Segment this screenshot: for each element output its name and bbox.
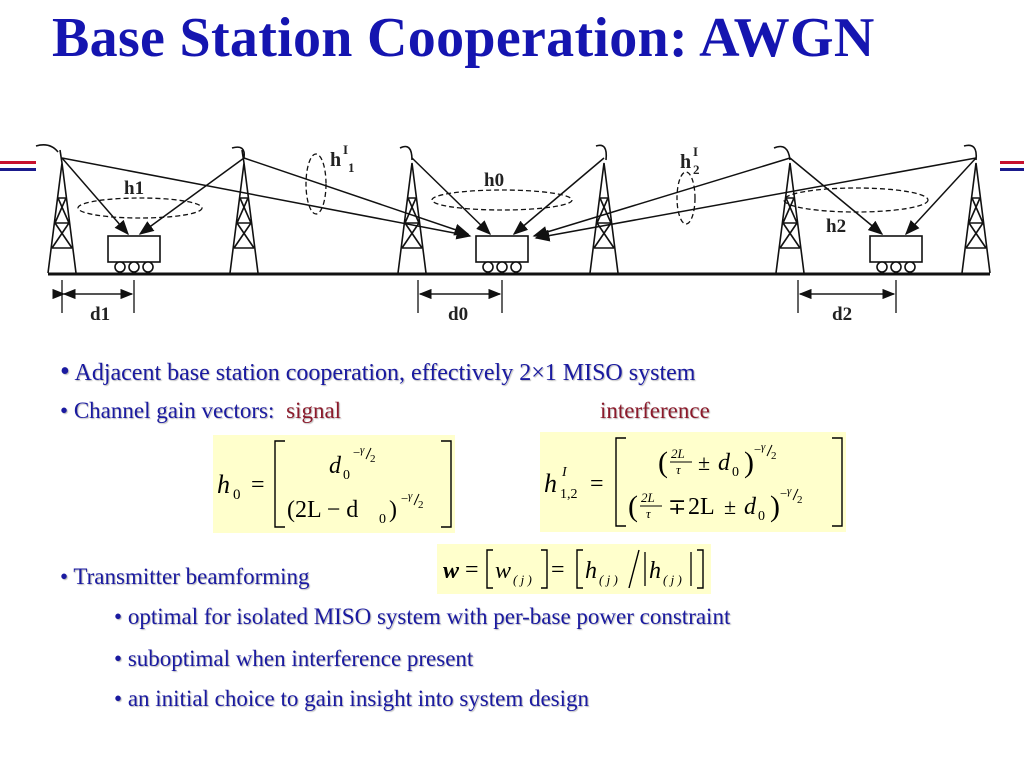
svg-text:( j ): ( j )	[599, 572, 618, 587]
beamforming-equation: w = w ( j ) = h ( j ) h ( j )	[437, 544, 711, 594]
svg-text:γ: γ	[360, 444, 365, 456]
h2-ellipse	[783, 187, 929, 213]
svg-text:γ: γ	[787, 485, 792, 497]
svg-text:±: ±	[698, 450, 710, 475]
svg-text:): )	[389, 497, 397, 523]
svg-text:): )	[770, 490, 780, 523]
tower-3-right-icon	[961, 144, 991, 274]
svg-text:γ: γ	[408, 490, 413, 502]
signal-arrows	[61, 157, 977, 242]
bullet-3: • Transmitter beamforming	[60, 564, 310, 589]
svg-text:=: =	[251, 472, 265, 498]
h1-interference-ellipse	[305, 153, 327, 215]
svg-text:2: 2	[370, 453, 376, 465]
svg-text:( j ): ( j )	[513, 572, 532, 587]
svg-text:(: (	[628, 490, 638, 523]
tower-2-left-icon	[397, 145, 427, 274]
cooperation-diagram: h1 h0 h2 h I 1 h I 2 d1 d0 d2	[35, 142, 991, 325]
svg-text:w: w	[495, 558, 511, 584]
label-h1: h1	[124, 178, 144, 199]
svg-text:∓: ∓	[668, 494, 686, 519]
svg-text:0: 0	[379, 512, 386, 527]
svg-text:2L: 2L	[641, 490, 655, 505]
svg-text:d: d	[744, 494, 757, 520]
sub-bullet-1: • optimal for isolated MISO system with …	[114, 604, 731, 629]
svg-text:−: −	[754, 442, 761, 457]
label-h0: h0	[484, 170, 504, 191]
svg-text:−: −	[780, 486, 787, 501]
truck-1-icon	[107, 235, 161, 273]
h0-ellipse	[431, 189, 573, 211]
tower-2-right-icon	[589, 144, 619, 274]
tower-1-right-icon	[229, 146, 259, 274]
svg-text:0: 0	[233, 487, 241, 503]
svg-text:w: w	[443, 558, 460, 584]
svg-text:I: I	[561, 465, 568, 480]
svg-text:−: −	[353, 445, 360, 460]
bullet-2: • Channel gain vectors: signal	[60, 398, 342, 423]
svg-text:γ: γ	[761, 441, 766, 453]
label-d0: d0	[448, 304, 468, 325]
label-h2-int: h	[680, 151, 691, 173]
svg-text:2: 2	[797, 494, 803, 506]
svg-text:τ: τ	[646, 506, 652, 521]
label-h1-int-sub: 1	[348, 160, 355, 175]
label-h1-int: h	[330, 149, 341, 171]
interference-equation: h I 1,2 = ( 2L τ ± d 0 ) − γ 2 ( 2L τ ∓ …	[540, 432, 846, 532]
label-h2-int-sup: I	[693, 144, 698, 159]
svg-text:d: d	[718, 450, 731, 476]
label-interference: interference	[600, 398, 710, 423]
svg-text:(2L − d: (2L − d	[287, 497, 358, 523]
svg-text:2: 2	[418, 499, 424, 511]
svg-text:=: =	[465, 557, 479, 583]
right-stripe-blue	[1000, 168, 1024, 171]
tower-1-left-icon	[35, 144, 77, 274]
svg-text:=: =	[590, 471, 604, 497]
label-h2-int-sub: 2	[693, 162, 700, 177]
sub-bullet-3: • an initial choice to gain insight into…	[114, 686, 590, 711]
svg-text:0: 0	[732, 465, 739, 480]
truck-2-icon	[869, 235, 923, 273]
svg-text:1,2: 1,2	[560, 487, 578, 502]
svg-text:−: −	[401, 491, 408, 506]
svg-text:±: ±	[724, 494, 736, 519]
slide-title: Base Station Cooperation: AWGN	[52, 7, 875, 69]
h2-interference-ellipse	[676, 171, 696, 225]
label-d2: d2	[832, 304, 852, 325]
svg-text:): )	[744, 446, 754, 479]
svg-text:τ: τ	[676, 462, 682, 477]
sub-bullet-2: • suboptimal when interference present	[114, 646, 474, 671]
truck-0-icon	[475, 235, 529, 273]
label-h1-int-sup: I	[343, 142, 348, 157]
svg-text:(: (	[658, 446, 668, 479]
label-d1: d1	[90, 304, 110, 325]
svg-text:=: =	[551, 557, 565, 583]
svg-text:2L: 2L	[671, 446, 685, 461]
svg-text:h: h	[217, 470, 230, 499]
label-h2: h2	[826, 216, 846, 237]
svg-text:h: h	[585, 558, 597, 584]
signal-equation: h 0 = d 0 − γ 2 (2L − d 0 ) − γ 2	[213, 435, 455, 533]
svg-text:( j ): ( j )	[663, 572, 682, 587]
h1-ellipse	[77, 197, 203, 219]
svg-text:2: 2	[771, 450, 777, 462]
left-stripe-red	[0, 161, 36, 164]
tower-3-left-icon	[773, 145, 805, 274]
bullet-1: • Adjacent base station cooperation, eff…	[60, 356, 696, 387]
right-stripe-red	[1000, 161, 1024, 164]
svg-text:d: d	[329, 453, 342, 479]
svg-text:2L: 2L	[688, 494, 715, 520]
label-signal: signal	[286, 398, 342, 423]
svg-text:0: 0	[343, 468, 350, 483]
left-stripe-blue	[0, 168, 36, 171]
svg-text:h: h	[649, 558, 661, 584]
svg-text:h: h	[544, 469, 557, 498]
svg-text:0: 0	[758, 509, 765, 524]
